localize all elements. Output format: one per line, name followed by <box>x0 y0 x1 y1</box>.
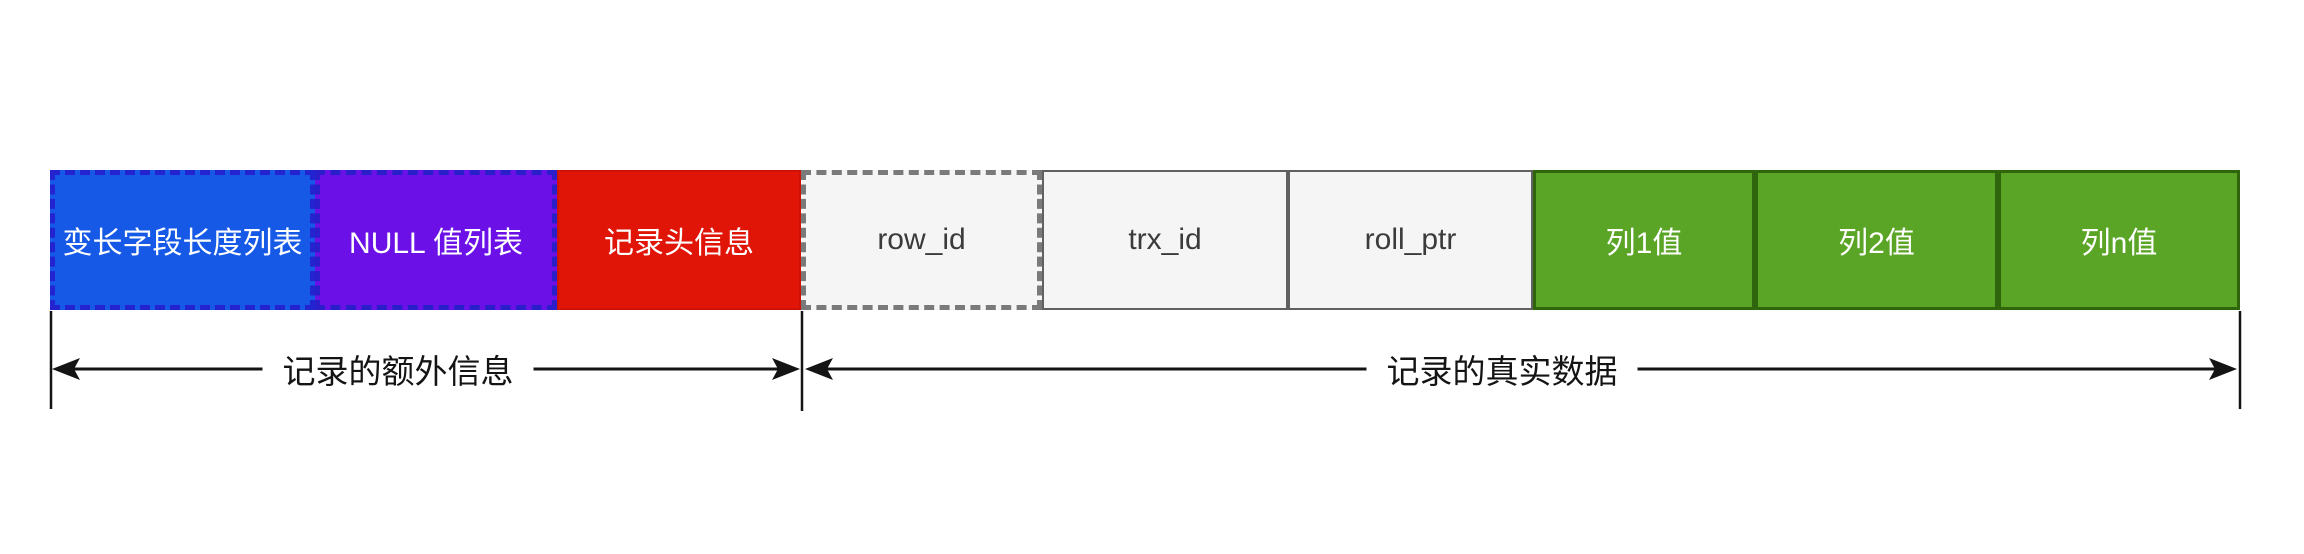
box-trx-id: trx_id <box>1042 170 1288 310</box>
box-col1-value: 列1值 <box>1533 170 1755 310</box>
box-label: 列n值 <box>2080 227 2158 260</box>
box-label: 记录头信息 <box>604 227 754 260</box>
box-record-header: 记录头信息 <box>557 170 801 310</box>
box-label: 变长字段长度列表 <box>62 227 303 260</box>
box-label: roll_ptr <box>1364 223 1457 256</box>
arrowhead-extra-info-left <box>52 358 80 380</box>
section-label-real-data: 记录的真实数据 <box>1366 343 1638 395</box>
box-variable-length-list: 变长字段长度列表 <box>50 170 315 310</box>
box-col2-value: 列2值 <box>1755 170 1998 310</box>
box-label: row_id <box>877 223 966 256</box>
arrowhead-real-data-right <box>2209 358 2237 380</box>
box-null-values-list: NULL 值列表 <box>315 170 557 310</box>
arrowhead-real-data-left <box>805 358 833 380</box>
box-label: trx_id <box>1128 223 1202 256</box>
box-label: 列2值 <box>1838 227 1915 260</box>
box-coln-value: 列n值 <box>1998 170 2240 310</box>
record-structure-row: 变长字段长度列表 NULL 值列表 记录头信息 row_id trx_id ro… <box>50 170 2240 310</box>
arrowhead-extra-info-right <box>772 358 800 380</box>
section-label-extra-info: 记录的额外信息 <box>262 343 534 395</box>
box-label: NULL 值列表 <box>349 227 523 260</box>
box-row-id: row_id <box>801 170 1042 310</box>
box-roll-ptr: roll_ptr <box>1288 170 1533 310</box>
box-label: 列1值 <box>1605 227 1683 260</box>
